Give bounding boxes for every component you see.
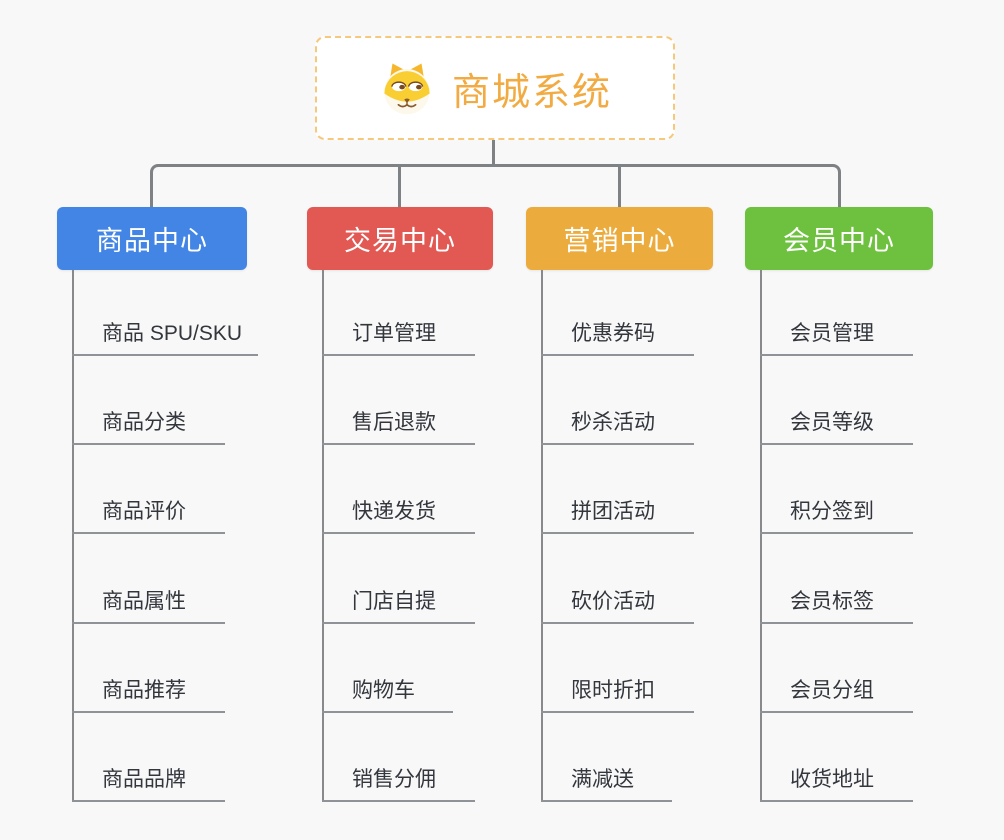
leaf-node[interactable]: 积分签到 [760,490,913,534]
branch-node-product-center[interactable]: 商品中心 [57,207,247,270]
leaf-label: 收货地址 [790,768,874,791]
leaf-node[interactable]: 售后退款 [322,401,475,445]
leaf-label: 商品分类 [102,411,186,434]
leaf-node[interactable]: 门店自提 [322,580,475,624]
leaf-node[interactable]: 商品品牌 [72,758,225,802]
connector-leaf-line-trade-center [322,270,324,801]
root-node[interactable]: 商城系统 [315,36,675,140]
leaf-label: 积分签到 [790,500,874,523]
branch-node-marketing-center[interactable]: 营销中心 [526,207,713,270]
leaf-node[interactable]: 拼团活动 [541,490,694,534]
root-title: 商城系统 [451,71,612,114]
leaf-label: 满减送 [571,768,634,791]
leaf-node[interactable]: 商品评价 [72,490,225,534]
leaf-node[interactable]: 销售分佣 [322,758,475,802]
leaf-label: 限时折扣 [571,679,655,702]
connector-drop-2 [398,164,401,207]
doge-icon [378,59,436,117]
leaf-label: 门店自提 [352,590,436,613]
leaf-label: 订单管理 [352,322,436,345]
leaf-node[interactable]: 会员分组 [760,669,913,713]
branch-node-trade-center[interactable]: 交易中心 [307,207,493,270]
leaf-label: 会员分组 [790,679,874,702]
leaf-label: 拼团活动 [571,500,655,523]
connector-root-stub [492,138,495,165]
leaf-node[interactable]: 收货地址 [760,758,913,802]
branch-label: 会员中心 [783,226,895,256]
leaf-node[interactable]: 优惠券码 [541,312,694,356]
leaf-label: 会员等级 [790,411,874,434]
branch-node-member-center[interactable]: 会员中心 [745,207,933,270]
leaf-node[interactable]: 商品 SPU/SKU [72,312,258,356]
branch-label: 营销中心 [563,226,676,256]
leaf-label: 会员管理 [790,322,874,345]
leaf-node[interactable]: 订单管理 [322,312,475,356]
branch-label: 商品中心 [96,226,208,256]
leaf-node[interactable]: 秒杀活动 [541,401,694,445]
leaf-node[interactable]: 购物车 [322,669,453,713]
connector-rail [150,164,841,207]
leaf-node[interactable]: 会员等级 [760,401,913,445]
leaf-node[interactable]: 快递发货 [322,490,475,534]
leaf-label: 商品 SPU/SKU [102,322,243,345]
connector-drop-3 [618,164,621,207]
leaf-label: 销售分佣 [352,768,436,791]
leaf-node[interactable]: 商品分类 [72,401,225,445]
connector-leaf-line-product-center [72,270,74,801]
leaf-node[interactable]: 会员管理 [760,312,913,356]
leaf-label: 商品推荐 [102,679,186,702]
leaf-node[interactable]: 商品推荐 [72,669,225,713]
leaf-label: 商品属性 [102,590,186,613]
leaf-label: 快递发货 [352,500,436,523]
leaf-label: 购物车 [352,679,415,702]
leaf-label: 会员标签 [790,590,874,613]
leaf-node[interactable]: 会员标签 [760,580,913,624]
leaf-node[interactable]: 限时折扣 [541,669,694,713]
leaf-label: 优惠券码 [571,322,655,345]
leaf-label: 售后退款 [352,411,436,434]
leaf-label: 商品评价 [102,500,186,523]
connector-leaf-line-marketing-center [541,270,543,801]
connector-leaf-line-member-center [760,270,762,801]
leaf-node[interactable]: 砍价活动 [541,580,694,624]
leaf-label: 秒杀活动 [571,411,655,434]
leaf-label: 砍价活动 [571,590,655,613]
leaf-node[interactable]: 商品属性 [72,580,225,624]
branch-label: 交易中心 [344,226,456,256]
leaf-node[interactable]: 满减送 [541,758,672,802]
leaf-label: 商品品牌 [102,768,186,791]
